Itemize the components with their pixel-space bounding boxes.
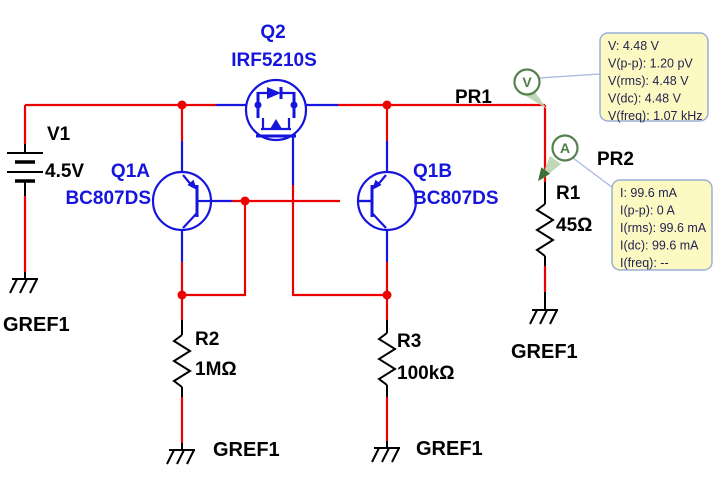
label-probe-pr1[interactable]: PR1 — [455, 87, 492, 108]
label-q1b-part[interactable]: BC807DS — [413, 188, 499, 209]
label-r1-value[interactable]: 45Ω — [556, 215, 592, 236]
label-probe-pr2[interactable]: PR2 — [597, 149, 634, 170]
resistor-zigzag — [535, 203, 555, 257]
resistor-zigzag — [172, 334, 192, 388]
net-wires[interactable] — [23, 103, 547, 443]
mosfet-pin-dot — [290, 101, 298, 109]
tooltip-box[interactable] — [599, 32, 709, 122]
voltage-probe-icon[interactable] — [513, 68, 541, 96]
current-probe-icon[interactable] — [551, 134, 579, 162]
junction-dot — [177, 290, 187, 300]
probe-leader-line — [538, 73, 601, 79]
probe-arrow-head — [538, 167, 551, 181]
reading-vdc: V(dc): 4.48 V — [608, 92, 682, 106]
label-r2-ref[interactable]: R2 — [195, 329, 219, 350]
reading-vrms: V(rms): 4.48 V — [608, 74, 689, 88]
reading-idc: I(dc): 99.6 mA — [620, 239, 699, 253]
label-v1-ref[interactable]: V1 — [47, 124, 71, 145]
emitter-arrow — [372, 179, 382, 190]
reading-vpp: V(p-p): 1.20 pV — [608, 57, 693, 71]
ground-r3[interactable] — [371, 441, 400, 463]
battery-v1[interactable] — [7, 144, 43, 196]
reading-vfreq: V(freq): 1.07 kHz — [608, 109, 702, 123]
collector-line — [371, 212, 387, 229]
transistor-q1b[interactable] — [356, 170, 418, 232]
mosfet-q2[interactable] — [244, 78, 308, 142]
label-r1-ref[interactable]: R1 — [556, 183, 581, 204]
reading-ifreq: I(freq): -- — [620, 256, 669, 270]
label-q2-ref[interactable]: Q2 — [260, 22, 285, 43]
resistor-zigzag — [377, 332, 397, 386]
probe-leader-line — [572, 157, 614, 189]
mosfet-channel-stub — [261, 118, 291, 129]
probe-pr1[interactable]: V — [513, 68, 601, 110]
label-r2-value[interactable]: 1MΩ — [195, 359, 237, 380]
transistor-q1a[interactable] — [151, 170, 213, 232]
junction-dots — [177, 100, 392, 300]
body-diode-triangle — [267, 87, 281, 99]
mosfet-body-circle — [244, 78, 308, 142]
junction-dot — [382, 290, 392, 300]
label-q1a-ref[interactable]: Q1A — [111, 161, 150, 182]
label-r3-ref[interactable]: R3 — [397, 331, 421, 352]
ground-v1[interactable] — [9, 272, 38, 294]
label-ground-r2[interactable]: GREF1 — [213, 439, 280, 461]
probe-tooltip-pr2[interactable]: I: 99.6 mA I(p-p): 0 A I(rms): 99.6 mA I… — [611, 179, 713, 271]
wire-base-drop[interactable] — [182, 201, 247, 297]
emitter-arrow — [187, 179, 197, 190]
resistor-r2[interactable] — [172, 320, 192, 397]
ground-r2[interactable] — [166, 443, 195, 465]
resistor-r1[interactable] — [535, 182, 555, 266]
current-probe-letter: A — [560, 140, 570, 156]
ground-rake-icon — [371, 447, 400, 463]
mosfet-arrow — [270, 119, 282, 129]
tooltip-box[interactable] — [611, 179, 713, 271]
reading-ipp: I(p-p): 0 A — [620, 204, 676, 218]
mosfet-pin-dot — [254, 101, 262, 109]
reading-i: I: 99.6 mA — [620, 186, 678, 200]
label-ground-v1[interactable]: GREF1 — [3, 314, 70, 336]
label-q1a-part[interactable]: BC807DS — [65, 188, 151, 209]
resistor-r3[interactable] — [377, 320, 397, 397]
junction-dot — [382, 100, 392, 110]
label-ground-r1[interactable]: GREF1 — [511, 341, 578, 363]
label-q2-part[interactable]: IRF5210S — [231, 50, 317, 71]
label-ground-r3[interactable]: GREF1 — [416, 438, 483, 460]
voltage-probe-letter: V — [522, 74, 532, 90]
ground-r1[interactable] — [529, 292, 558, 325]
ground-rake-icon — [9, 278, 38, 294]
collector-line — [182, 212, 198, 229]
probe-tooltip-pr1[interactable]: V: 4.48 V V(p-p): 1.20 pV V(rms): 4.48 V… — [599, 32, 709, 123]
ground-rake-icon — [166, 449, 195, 465]
label-v1-value[interactable]: 4.5V — [45, 161, 84, 182]
reading-irms: I(rms): 99.6 mA — [620, 221, 707, 235]
reading-v: V: 4.48 V — [608, 39, 660, 53]
junction-dot — [240, 196, 250, 206]
label-r3-value[interactable]: 100kΩ — [397, 363, 455, 384]
wire-gate-drop[interactable] — [291, 185, 387, 297]
labels: V1 4.5V Q2 IRF5210S Q1A BC807DS Q1B BC80… — [3, 22, 634, 461]
label-q1b-ref[interactable]: Q1B — [413, 161, 452, 182]
probe-pr2[interactable]: A — [538, 134, 614, 189]
junction-dot — [177, 100, 187, 110]
ground-rake-icon — [529, 309, 558, 325]
